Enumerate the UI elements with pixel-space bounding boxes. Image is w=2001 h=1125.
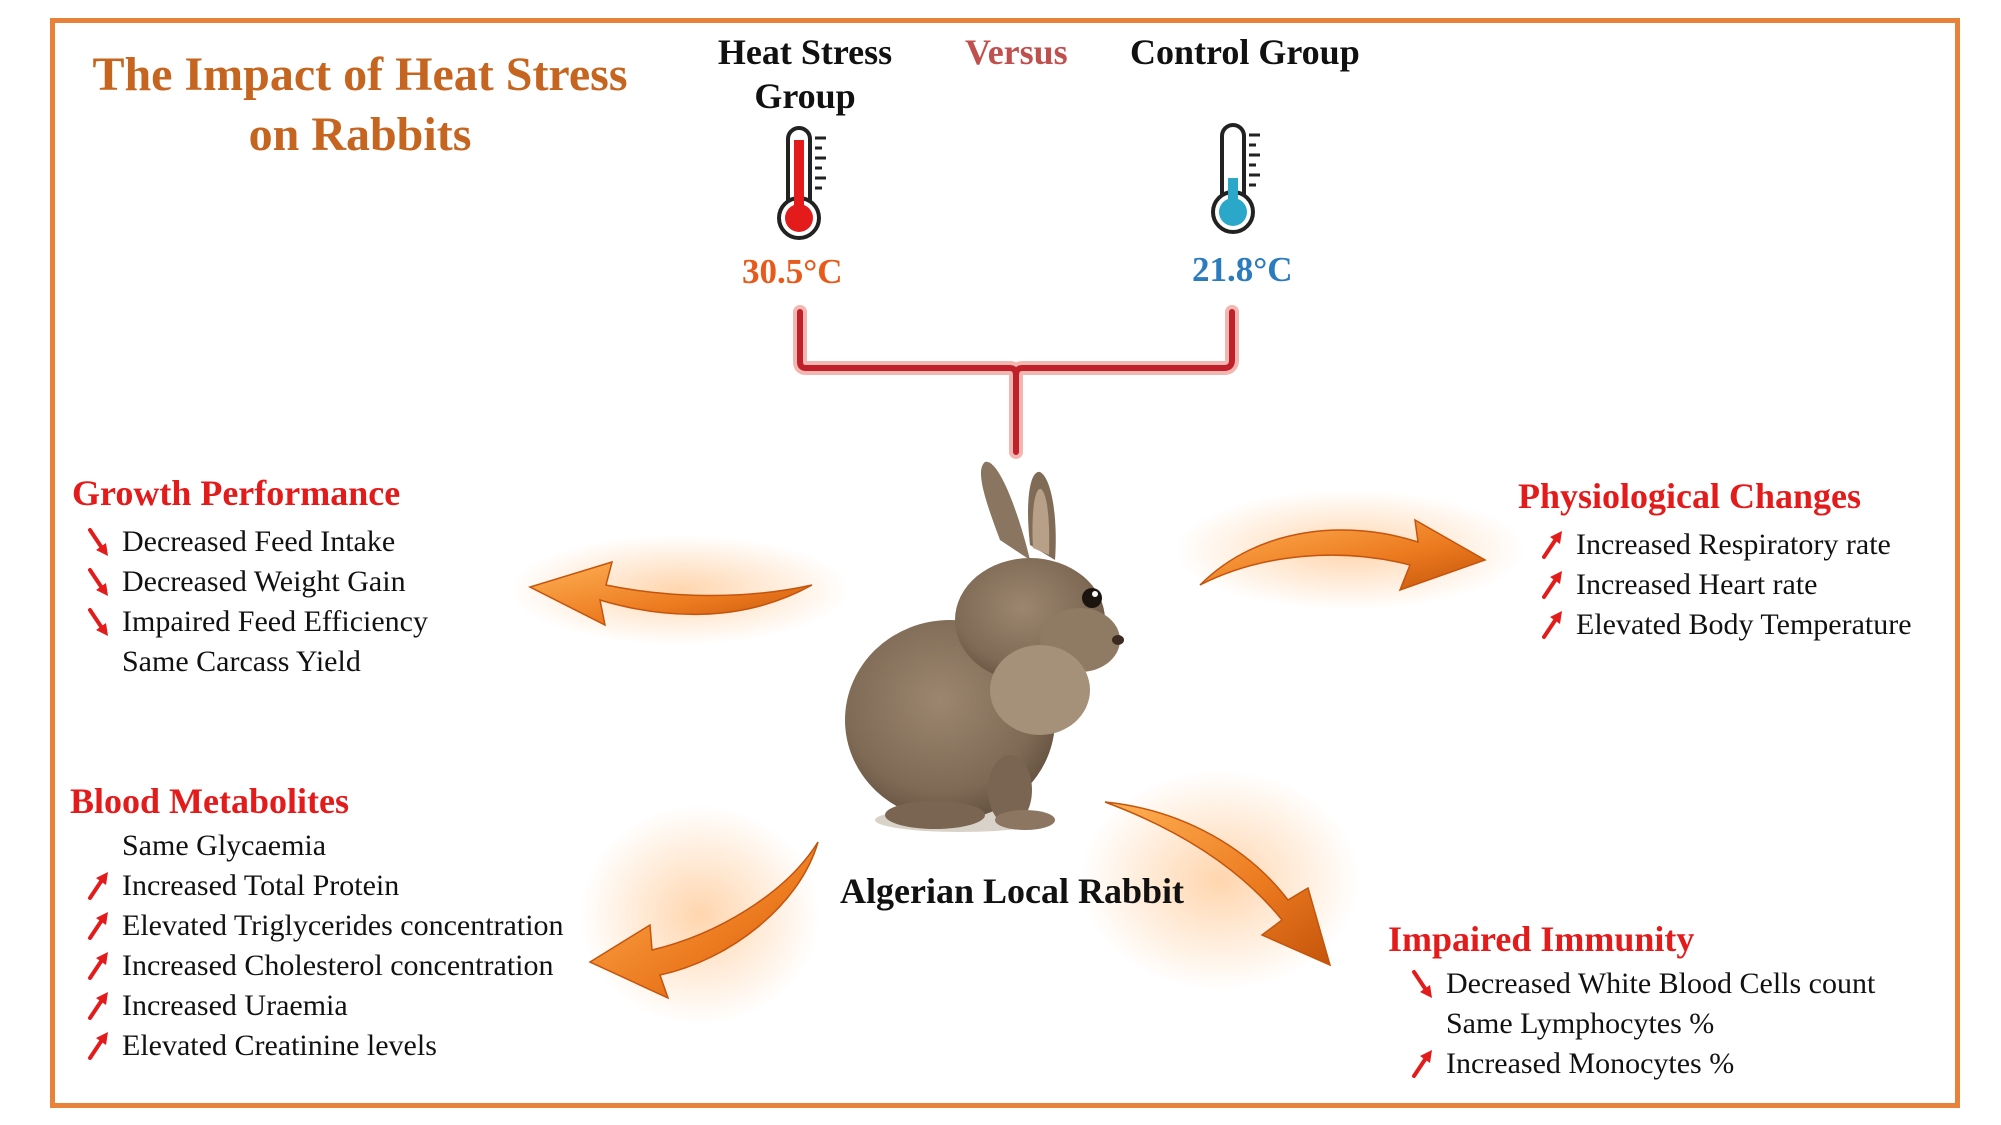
list-item: Decreased White Blood Cells count: [1406, 964, 1875, 1004]
control-temperature: 21.8°C: [1192, 250, 1293, 289]
impaired-immunity-title: Impaired Immunity: [1388, 919, 1695, 959]
item-text: Increased Uraemia: [122, 989, 348, 1022]
item-text: Same Lymphocytes %: [1446, 1007, 1715, 1040]
trend-down-icon: [88, 528, 108, 556]
list-item: Increased Monocytes %: [1406, 1044, 1875, 1084]
impaired-immunity-list: Decreased White Blood Cells count Same L…: [1388, 964, 1875, 1084]
physiological-changes-list: Increased Respiratory rate Increased Hea…: [1518, 525, 1912, 645]
list-item: Increased Cholesterol concentration: [82, 946, 564, 986]
growth-performance-title: Growth Performance: [72, 473, 401, 513]
list-item: Increased Heart rate: [1536, 565, 1912, 605]
list-item: Decreased Feed Intake: [82, 522, 428, 562]
trend-up-icon: [1542, 571, 1562, 599]
heat-temperature: 30.5°C: [742, 252, 843, 291]
blood-metabolites-section: Blood Metabolites Same Glycaemia Increas…: [70, 780, 564, 1066]
list-item: Decreased Weight Gain: [82, 562, 428, 602]
rabbit-label: Algerian Local Rabbit: [840, 871, 1185, 911]
trend-up-icon: [1542, 531, 1562, 559]
trend-down-icon: [88, 568, 108, 596]
title-line-2: on Rabbits: [248, 108, 472, 161]
curved-arrow-physiology: [1175, 490, 1525, 610]
item-text: Decreased White Blood Cells count: [1446, 967, 1876, 1000]
item-text: Same Carcass Yield: [122, 645, 361, 678]
item-text: Increased Monocytes %: [1446, 1047, 1735, 1080]
versus-label: Versus: [965, 32, 1068, 72]
heat-stress-group-label: Heat Stress Group: [690, 30, 920, 118]
trend-up-icon: [1542, 611, 1562, 639]
rabbit-illustration: [845, 461, 1124, 832]
item-text: Elevated Triglycerides concentration: [122, 909, 564, 942]
bracket-connector: [797, 309, 1235, 455]
title-line-1: The Impact of Heat Stress: [92, 48, 628, 101]
list-item: Increased Respiratory rate: [1536, 525, 1912, 565]
thermometer-cold-icon: [1211, 123, 1260, 234]
item-text: Increased Heart rate: [1576, 568, 1818, 601]
list-item: Elevated Triglycerides concentration: [82, 906, 564, 946]
list-item: Same Carcass Yield: [82, 642, 428, 682]
growth-performance-list: Decreased Feed Intake Decreased Weight G…: [72, 522, 428, 682]
trend-up-icon: [88, 952, 108, 980]
item-text: Decreased Feed Intake: [122, 525, 396, 558]
heat-group-line-2: Group: [754, 76, 856, 116]
trend-down-icon: [88, 608, 108, 636]
list-item: Elevated Creatinine levels: [82, 1026, 564, 1066]
item-text: Same Glycaemia: [122, 829, 327, 862]
trend-up-icon: [88, 872, 108, 900]
curved-arrow-growth: [510, 535, 850, 645]
physiological-changes-title: Physiological Changes: [1518, 476, 1862, 516]
heat-group-line-1: Heat Stress: [717, 32, 893, 72]
trend-down-icon: [1412, 970, 1432, 998]
trend-up-icon: [88, 1032, 108, 1060]
trend-up-icon: [88, 912, 108, 940]
list-item: Impaired Feed Efficiency: [82, 602, 428, 642]
curved-arrow-blood: [580, 805, 820, 1025]
list-item: Increased Uraemia: [82, 986, 564, 1026]
item-text: Impaired Feed Efficiency: [122, 605, 428, 638]
item-text: Increased Respiratory rate: [1576, 528, 1891, 561]
item-text: Elevated Body Temperature: [1576, 608, 1912, 641]
diagram-frame: [50, 18, 1960, 1108]
impaired-immunity-section: Impaired Immunity Decreased White Blood …: [1388, 918, 1875, 1084]
list-item: Increased Total Protein: [82, 866, 564, 906]
curved-arrow-immunity: [1080, 770, 1360, 990]
trend-up-icon: [1412, 1050, 1432, 1078]
list-item: Elevated Body Temperature: [1536, 605, 1912, 645]
thermometer-hot-icon: [777, 126, 826, 240]
diagram-title: The Impact of Heat Stress on Rabbits: [70, 45, 650, 165]
physiological-changes-section: Physiological Changes Increased Respirat…: [1518, 475, 1912, 645]
blood-metabolites-list: Same Glycaemia Increased Total Protein E…: [70, 826, 564, 1066]
growth-performance-section: Growth Performance Decreased Feed Intake…: [72, 472, 428, 682]
item-text: Elevated Creatinine levels: [122, 1029, 437, 1062]
item-text: Increased Total Protein: [122, 869, 400, 902]
item-text: Increased Cholesterol concentration: [122, 949, 554, 982]
list-item: Same Lymphocytes %: [1406, 1004, 1875, 1044]
list-item: Same Glycaemia: [82, 826, 564, 866]
item-text: Decreased Weight Gain: [122, 565, 406, 598]
blood-metabolites-title: Blood Metabolites: [70, 781, 349, 821]
trend-up-icon: [88, 992, 108, 1020]
control-group-label: Control Group: [1130, 32, 1360, 72]
